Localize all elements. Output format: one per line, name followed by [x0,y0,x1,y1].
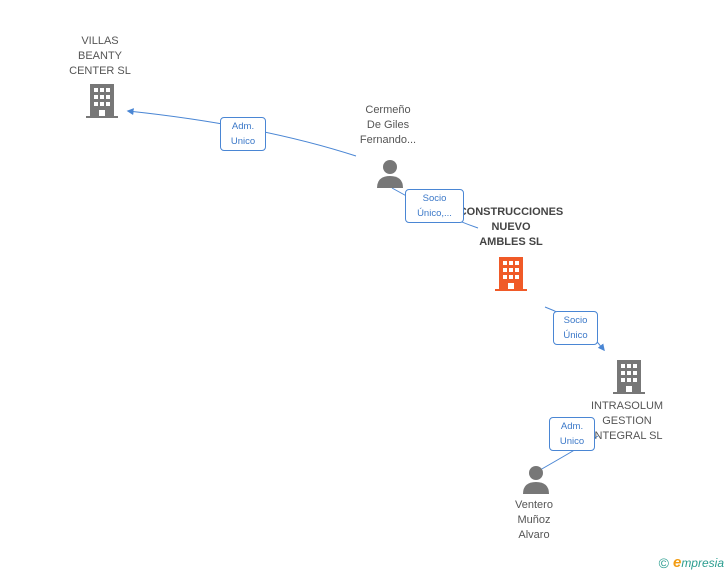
edge-badge-adm-unico[interactable]: Adm. Unico [549,417,595,451]
node-label-villas: VILLAS BEANTY CENTER SL [69,35,131,77]
brand-initial: e [672,554,682,571]
building-icon[interactable] [613,360,645,394]
person-icon[interactable] [521,464,551,494]
node-label-ventero: Ventero Muñoz Alvaro [515,499,553,541]
node-label-cermeno: Cermeño De Giles Fernando... [359,104,417,146]
edge-badge-socio-unico[interactable]: Socio Único,... [405,189,464,223]
brand-logo: © empresia [659,554,724,571]
node-label-intrasolum: INTRASOLUM GESTION INTEGRAL SL [590,400,664,442]
edge-badge-adm-unico[interactable]: Adm. Unico [220,117,266,151]
edge-badge-socio-unico[interactable]: Socio Único [553,311,598,345]
copyright-symbol: © [658,554,669,571]
brand-name: mpresia [681,556,724,570]
building-main-icon[interactable] [495,257,527,291]
building-icon[interactable] [86,84,118,118]
person-icon[interactable] [375,158,405,188]
node-label-construcciones: CONSTRUCCIONES NUEVO AMBLES SL [458,206,564,248]
